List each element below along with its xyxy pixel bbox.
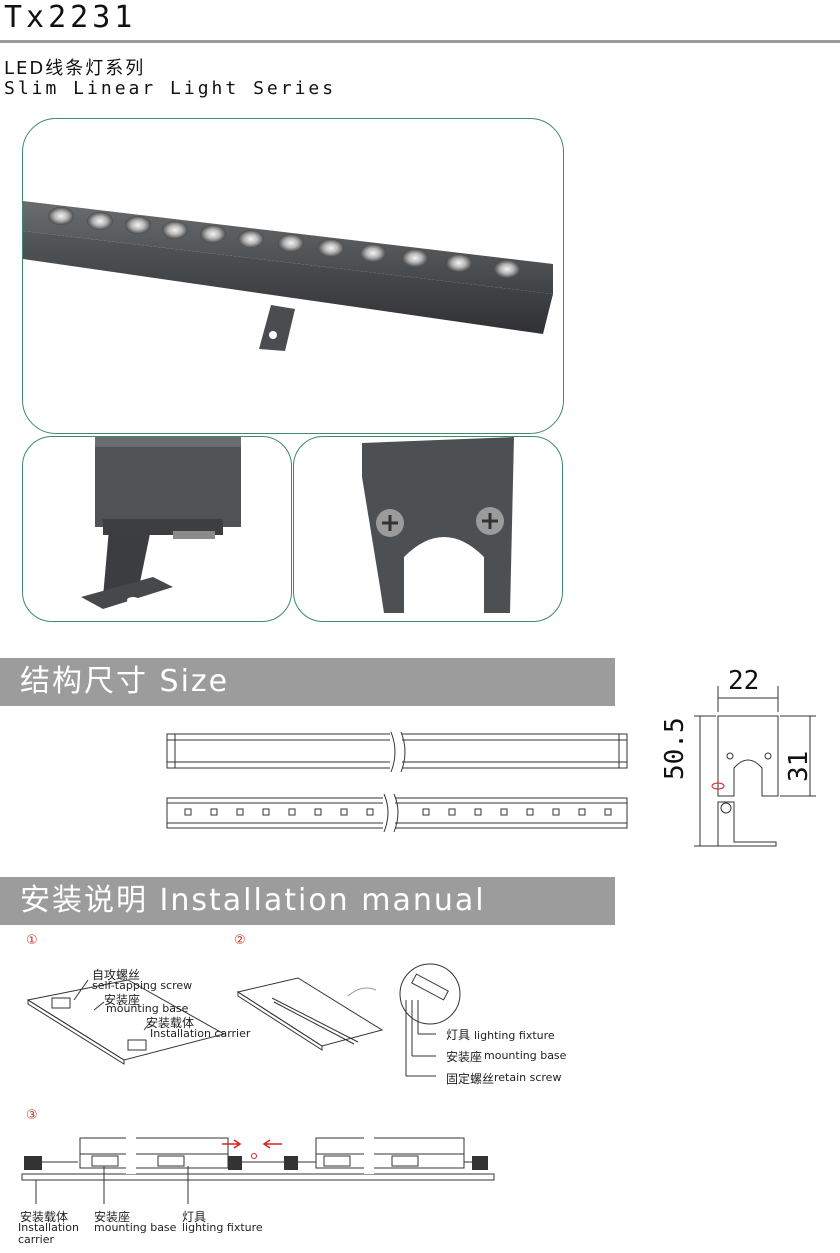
step-3-carrier-en1: Installation bbox=[18, 1221, 79, 1234]
header-divider bbox=[0, 40, 840, 43]
product-photo-main bbox=[22, 118, 564, 434]
cross-section-drawing bbox=[694, 686, 816, 847]
step-3-fixture-en: lighting fixture bbox=[182, 1221, 263, 1234]
step-3-number: ③ bbox=[26, 1108, 38, 1123]
series-title-en: Slim Linear Light Series bbox=[4, 78, 337, 99]
dim-width: 22 bbox=[728, 666, 760, 696]
step-3-carrier-cn: 安装载体 bbox=[20, 1210, 69, 1224]
section-install-banner: 安装说明 Installation manual bbox=[0, 877, 615, 925]
step-2-base-cn: 安装座 bbox=[446, 1050, 483, 1064]
series-title-cn: LED线条灯系列 bbox=[4, 58, 146, 79]
step-1-screw-en: self-tapping screw bbox=[92, 979, 193, 992]
step-1-carrier-cn: 安装载体 bbox=[146, 1016, 195, 1030]
step-3-fixture-cn: 灯具 bbox=[182, 1210, 207, 1224]
step-3-carrier-en2: carrier bbox=[18, 1233, 54, 1246]
step-2-retain-cn: 固定螺丝 bbox=[446, 1072, 495, 1086]
step-2-fixture-en: lighting fixture bbox=[474, 1029, 555, 1042]
model-number: Tx2231 bbox=[4, 0, 137, 35]
step-1-screw-cn: 自攻螺丝 bbox=[92, 968, 141, 982]
step-1-drawing bbox=[26, 979, 226, 1065]
size-drawing-bars bbox=[166, 731, 628, 833]
step-3-base-en: mounting base bbox=[94, 1221, 177, 1234]
fixture-bar-image bbox=[23, 201, 553, 351]
product-photo-bracket bbox=[22, 436, 292, 622]
dim-depth: 31 bbox=[784, 750, 814, 782]
dim-height: 50.5 bbox=[660, 717, 690, 780]
step-1-number: ① bbox=[26, 933, 38, 948]
step-2-retain-en: retain screw bbox=[494, 1071, 562, 1084]
step-3-base-cn: 安装座 bbox=[94, 1210, 131, 1224]
bracket-image bbox=[81, 437, 241, 609]
endcap-image bbox=[362, 437, 514, 613]
step-2-number: ② bbox=[234, 933, 246, 948]
step-1-carrier-en: Installation carrier bbox=[150, 1027, 251, 1040]
step-2-base-en: mounting base bbox=[484, 1049, 567, 1062]
step-2-drawing bbox=[236, 963, 461, 1077]
step-3-drawing bbox=[21, 1134, 495, 1204]
product-photo-endcap bbox=[293, 436, 563, 622]
step-1-base-cn: 安装座 bbox=[104, 993, 141, 1007]
step-2-fixture-cn: 灯具 bbox=[446, 1028, 471, 1042]
section-size-banner: 结构尺寸 Size bbox=[0, 658, 615, 706]
step-1-base-en: mounting base bbox=[106, 1002, 189, 1015]
